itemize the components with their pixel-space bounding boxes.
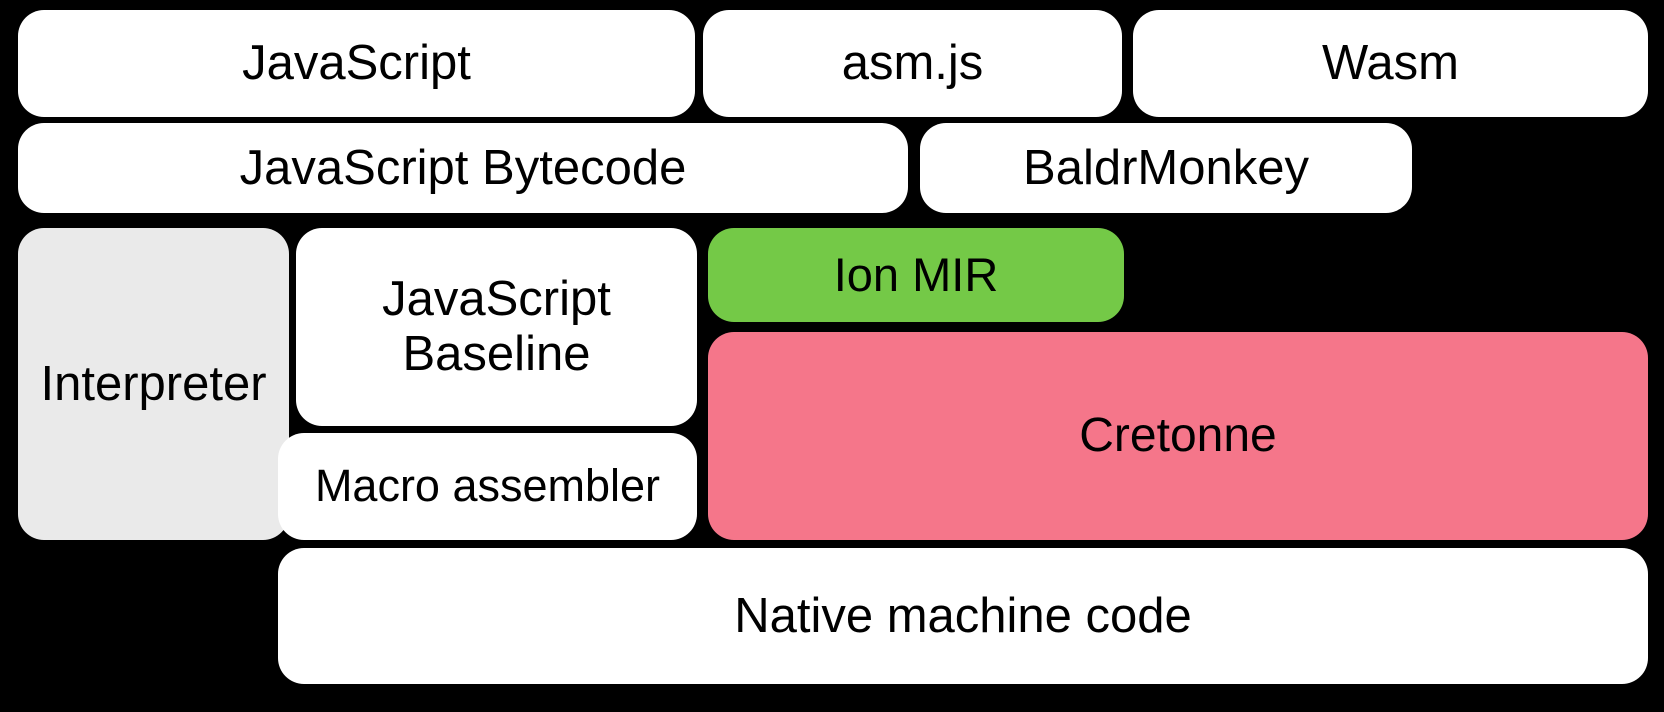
box-macro-assembler: Macro assembler — [278, 433, 697, 540]
box-ion-mir: Ion MIR — [708, 228, 1124, 322]
box-asmjs: asm.js — [703, 10, 1122, 117]
box-javascript: JavaScript — [18, 10, 695, 117]
box-baldrmonkey: BaldrMonkey — [920, 123, 1412, 213]
box-cretonne: Cretonne — [708, 332, 1648, 540]
box-javascript-baseline: JavaScript Baseline — [296, 228, 697, 426]
box-wasm: Wasm — [1133, 10, 1648, 117]
box-interpreter: Interpreter — [18, 228, 289, 540]
box-native-machine-code: Native machine code — [278, 548, 1648, 684]
box-javascript-bytecode: JavaScript Bytecode — [18, 123, 908, 213]
